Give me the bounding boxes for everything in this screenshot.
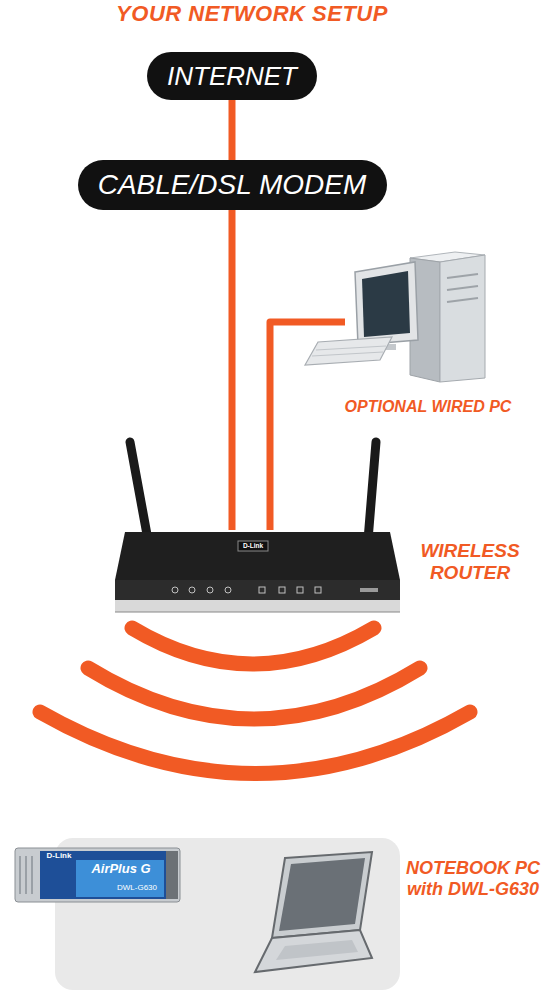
desktop-pc-illustration (305, 252, 485, 382)
device-node: NOTEBOOK PC with DWL-G630 (55, 838, 400, 990)
device-node: OPTIONAL WIRED PC (345, 255, 485, 383)
network-cable (229, 210, 236, 530)
network-stage-box: CABLE/DSL MODEM (78, 160, 387, 210)
box-label: CABLE/DSL MODEM (98, 170, 367, 201)
network-stage-box: INTERNET (147, 52, 317, 100)
network-cable (270, 322, 345, 530)
card-model: DWL-G630 (112, 884, 162, 893)
router-logo: D-Link (238, 542, 268, 549)
device-label: OPTIONAL WIRED PC (338, 398, 518, 416)
router-illustration (115, 442, 400, 612)
card-logo: D-Link (43, 852, 75, 861)
network-cable (229, 100, 236, 160)
device-label: WIRELESS ROUTER (405, 540, 535, 584)
diagram-title: YOUR NETWORK SETUP (0, 1, 504, 27)
device-label: NOTEBOOK PC with DWL-G630 (398, 858, 548, 899)
wireless-waves (40, 628, 470, 774)
pc-card-illustration (15, 848, 180, 902)
notebook-illustration (255, 852, 372, 972)
card-brand: AirPlus G (80, 862, 162, 876)
box-label: INTERNET (167, 62, 297, 91)
notebook-panel (55, 838, 400, 990)
